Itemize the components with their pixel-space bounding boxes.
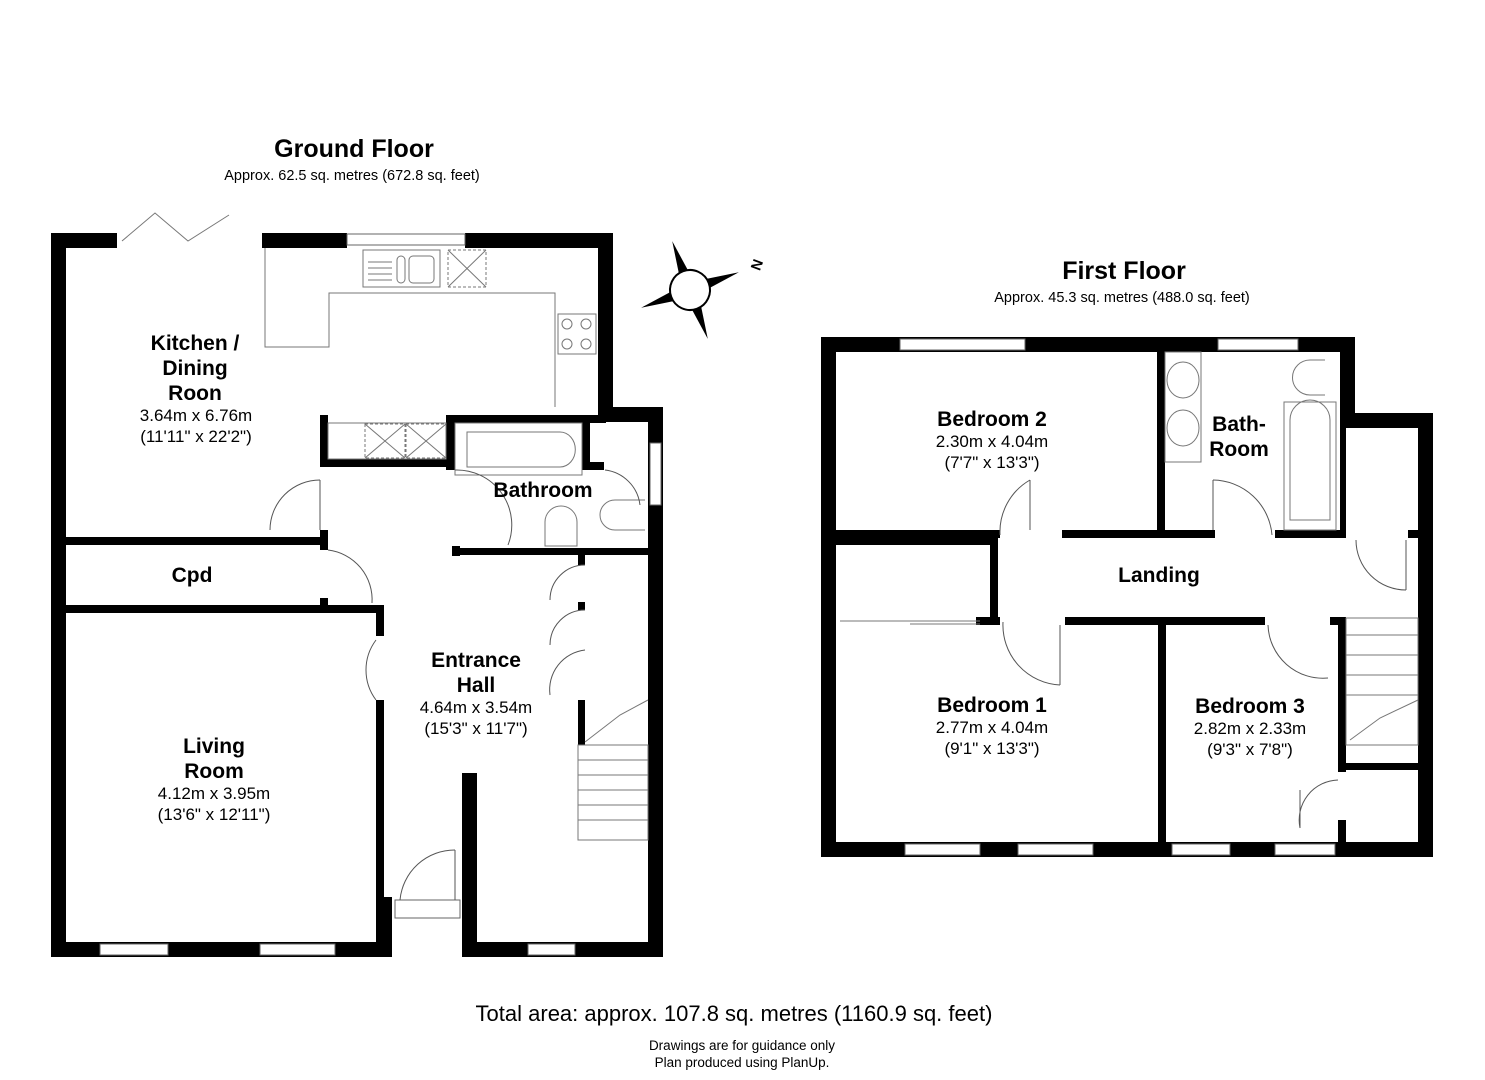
room-cupboard: Cpd	[172, 564, 213, 587]
room-landing: Landing	[1118, 564, 1200, 587]
ground-floor-fixtures	[121, 212, 649, 841]
compass-north-label: N	[748, 257, 767, 272]
svg-text:(9'3" x 7'8"): (9'3" x 7'8")	[1207, 740, 1293, 759]
staircase	[1345, 617, 1419, 746]
ground-floor-doors	[269, 469, 641, 901]
total-area: Total area: approx. 107.8 sq. metres (11…	[476, 1001, 993, 1026]
svg-text:Bedroom 2: Bedroom 2	[937, 408, 1047, 431]
svg-text:Bedroom 1: Bedroom 1	[937, 694, 1047, 717]
bifold-door-icon	[121, 212, 230, 242]
ground-floor-title: Ground Floor	[274, 135, 434, 163]
room-bedroom-3: Bedroom 3 2.82m x 2.33m (9'3" x 7'8")	[1194, 695, 1306, 759]
room-bedroom-1: Bedroom 1 2.77m x 4.04m (9'1" x 13'3")	[936, 694, 1048, 758]
svg-text:Dining: Dining	[162, 357, 227, 380]
produced-by-note: Plan produced using PlanUp.	[655, 1055, 830, 1070]
svg-text:Hall: Hall	[457, 674, 496, 697]
ground-floor-area: Approx. 62.5 sq. metres (672.8 sq. feet)	[224, 168, 480, 184]
ground-floor-windows	[99, 233, 662, 956]
svg-text:4.64m x 3.54m: 4.64m x 3.54m	[420, 698, 532, 717]
room-first-floor-bathroom: Bath- Room	[1209, 413, 1269, 461]
ground-floor-plan: Ground Floor Approx. 62.5 sq. metres (67…	[51, 135, 663, 957]
first-floor-area: Approx. 45.3 sq. metres (488.0 sq. feet)	[994, 290, 1250, 306]
room-bathroom: Bathroom	[493, 479, 592, 502]
first-floor-walls	[821, 337, 1433, 857]
svg-text:(7'7" x 13'3"): (7'7" x 13'3")	[944, 453, 1039, 472]
svg-text:2.77m x 4.04m: 2.77m x 4.04m	[936, 718, 1048, 737]
svg-text:Entrance: Entrance	[431, 649, 521, 672]
svg-text:Roon: Roon	[168, 382, 222, 405]
svg-text:(13'6" x 12'11"): (13'6" x 12'11")	[158, 805, 271, 824]
svg-text:4.12m x 3.95m: 4.12m x 3.95m	[158, 784, 270, 803]
svg-text:Kitchen /: Kitchen /	[151, 332, 240, 355]
room-living-room: Living Room 4.12m x 3.95m (13'6" x 12'11…	[158, 735, 271, 824]
first-floor-plan: First Floor Approx. 45.3 sq. metres (488…	[821, 257, 1433, 857]
first-floor-doors	[999, 479, 1407, 829]
svg-text:Bedroom 3: Bedroom 3	[1195, 695, 1305, 718]
svg-text:(11'11" x 22'2"): (11'11" x 22'2")	[140, 427, 252, 446]
svg-text:2.82m x 2.33m: 2.82m x 2.33m	[1194, 719, 1306, 738]
svg-text:(15'3" x 11'7"): (15'3" x 11'7")	[424, 719, 527, 738]
first-floor-title: First Floor	[1062, 257, 1186, 285]
first-floor-windows	[840, 338, 1336, 856]
guidance-note: Drawings are for guidance only	[649, 1038, 835, 1053]
first-floor-fixtures	[1164, 351, 1419, 746]
svg-text:Room: Room	[1209, 438, 1269, 461]
room-bedroom-2: Bedroom 2 2.30m x 4.04m (7'7" x 13'3")	[936, 408, 1048, 472]
svg-text:2.30m x 4.04m: 2.30m x 4.04m	[936, 432, 1048, 451]
svg-text:Living: Living	[183, 735, 245, 758]
svg-text:3.64m x 6.76m: 3.64m x 6.76m	[140, 406, 252, 425]
svg-text:Room: Room	[184, 760, 244, 783]
svg-text:Bath-: Bath-	[1212, 413, 1266, 436]
staircase	[577, 699, 649, 841]
room-kitchen-dining: Kitchen / Dining Roon 3.64m x 6.76m (11'…	[140, 332, 252, 446]
room-entrance-hall: Entrance Hall 4.64m x 3.54m (15'3" x 11'…	[420, 649, 532, 738]
compass-icon	[641, 241, 739, 339]
svg-text:(9'1" x 13'3"): (9'1" x 13'3")	[944, 739, 1039, 758]
